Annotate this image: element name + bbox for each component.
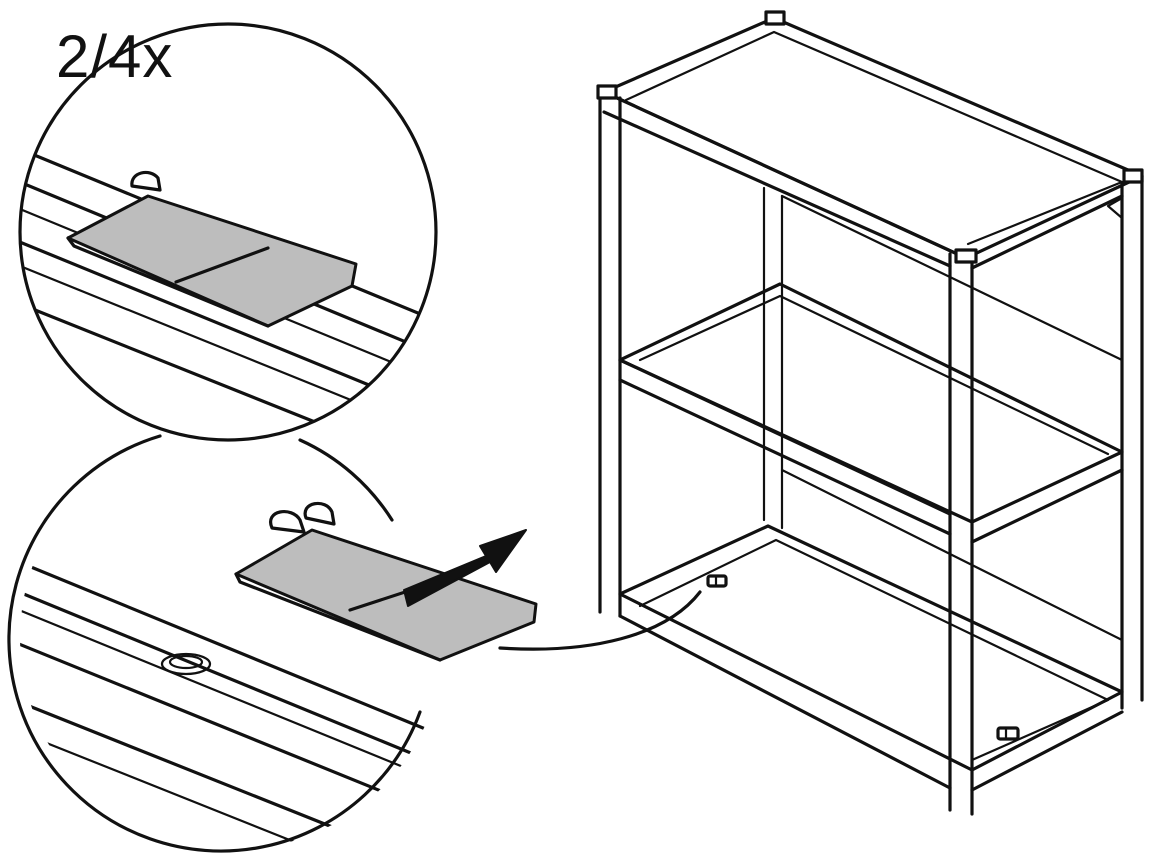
shelf-clip-top (66, 170, 358, 328)
shelf-unit-frame (596, 10, 1144, 816)
insert-arrow-icon (403, 529, 527, 607)
peg-marker (996, 726, 1020, 741)
peg-marker (706, 574, 728, 588)
leader-line (498, 590, 702, 651)
detail-circle-bottom (7, 434, 442, 853)
peg-hole (160, 652, 212, 676)
detail-circle-top (18, 22, 438, 442)
shelf-clip-bottom (234, 501, 538, 662)
